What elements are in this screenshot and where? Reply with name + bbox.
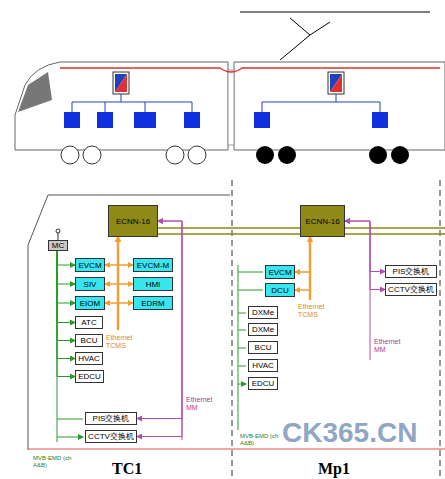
box-label: PIS交换机 (393, 266, 430, 277)
box-label: ECNN-16 (116, 217, 150, 226)
car-label: TC1 (112, 460, 142, 478)
bus-connector (57, 251, 75, 377)
box-label: CCTV交换机 (88, 431, 134, 442)
bus-connector (345, 221, 385, 272)
device-box: DXMe (248, 323, 278, 336)
box-label: EVCM-M (137, 261, 169, 270)
device-box: DXMe (248, 306, 278, 319)
box-label: HVAC (252, 361, 274, 370)
bus-connector (105, 237, 118, 265)
bus-connector (118, 237, 133, 284)
box-label: SIV (84, 280, 97, 289)
bus-label: Ethernet MM (374, 338, 408, 353)
car-label: CK365.CN (282, 418, 417, 449)
box-label: DCU (271, 286, 288, 295)
bus-connector (118, 237, 133, 303)
box-label: HMI (146, 280, 161, 289)
bus-connector (105, 237, 118, 284)
device-box: HVAC (75, 352, 103, 365)
switch-box: ECNN-16 (108, 205, 158, 237)
box-label: EVCM (268, 268, 291, 277)
bus-connector (105, 237, 118, 303)
bus-label: MVB-EMD (ch A&B) (240, 433, 284, 446)
bus-label: Ethernet TCMS (106, 334, 140, 349)
box-label: EDRM (141, 299, 165, 308)
switch-box: CCTV交换机 (385, 283, 437, 296)
box-label: BCU (81, 336, 98, 345)
controller-box: MC (48, 240, 68, 251)
box-label: DXMe (252, 325, 274, 334)
switch-box: CCTV交换机 (85, 430, 137, 443)
device-box: BCU (248, 341, 278, 354)
device-box: SIV (75, 277, 105, 291)
bus-label: MVB-EMD (ch A&B) (33, 455, 77, 468)
device-box: HMI (133, 277, 173, 291)
bus-connector (137, 221, 182, 437)
bus-connector (295, 237, 310, 272)
box-label: CCTV交换机 (388, 284, 434, 295)
device-box: EDRM (133, 296, 173, 310)
bus-connector (57, 251, 75, 284)
box-label: EIOM (80, 299, 100, 308)
box-label: EVCM (78, 261, 101, 270)
bus-connector (295, 237, 310, 290)
device-box: BCU (75, 334, 103, 347)
switch-box: PIS交换机 (85, 412, 137, 425)
box-label: ECNN-16 (305, 217, 339, 226)
bus-connector (57, 251, 75, 359)
car-label: Mp1 (318, 460, 350, 478)
device-box: HVAC (248, 359, 278, 372)
device-box: EVCM-M (133, 258, 173, 272)
bus-label: Ethernet TCMS (298, 303, 332, 318)
switch-box: PIS交换机 (385, 265, 437, 278)
device-box: EIOM (75, 296, 105, 310)
device-box: EVCM (265, 265, 295, 279)
bus-connector (345, 221, 385, 290)
device-box: EDCU (248, 377, 278, 390)
device-box: ATC (75, 316, 103, 329)
box-label: DXMe (252, 308, 274, 317)
device-box: EDCU (75, 370, 104, 383)
box-label: PIS交换机 (93, 413, 130, 424)
bus-label: Ethernet MM (186, 396, 220, 411)
device-box: EVCM (75, 258, 105, 272)
box-label: EDCU (252, 379, 275, 388)
bus-connector (57, 251, 75, 303)
box-label: HVAC (78, 354, 100, 363)
box-label: EDCU (78, 372, 101, 381)
bus-connector (118, 237, 133, 265)
bus-connector (57, 251, 75, 323)
box-label: ATC (81, 318, 96, 327)
switch-box: ECNN-16 (300, 205, 345, 237)
bus-connector (57, 251, 75, 265)
box-label: MC (52, 241, 64, 250)
box-label: BCU (255, 343, 272, 352)
bus-connector (57, 251, 75, 341)
device-box: DCU (265, 283, 295, 297)
bus-connector (137, 221, 182, 419)
